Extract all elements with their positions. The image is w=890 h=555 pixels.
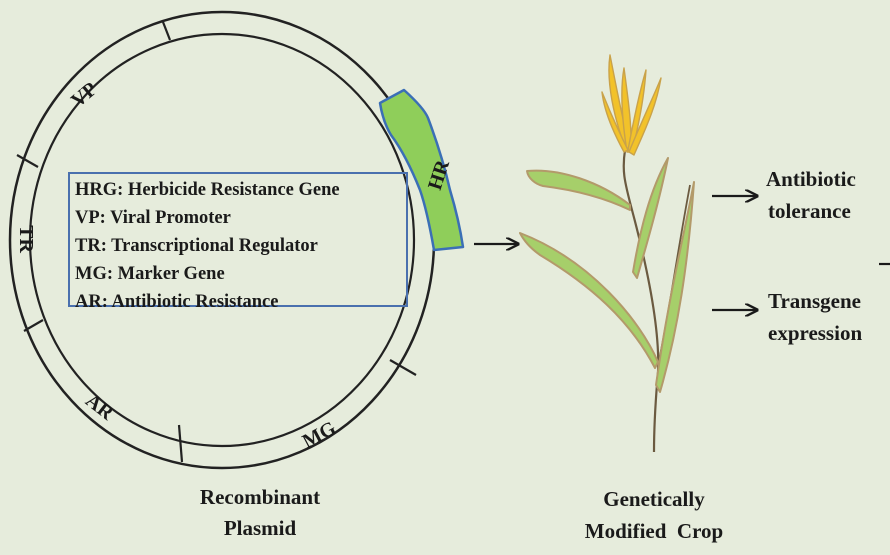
divider-vp-tr: [16, 154, 39, 168]
legend-item-mg: MG: Marker Gene: [75, 264, 225, 284]
outcome-transgene-line2: expression: [768, 321, 863, 345]
crop-caption-line1: Genetically: [603, 487, 705, 511]
plasmid-caption-line1: Recombinant: [199, 485, 321, 509]
plant-stem: [622, 149, 660, 453]
leaf-upper-left: [526, 169, 631, 211]
outcome-antibiotic-line1: Antibiotic: [766, 167, 856, 191]
divider-vp-top: [161, 21, 172, 41]
legend-item-vp: VP: Viral Promoter: [75, 208, 231, 228]
legend-item-hrg: HRG: Herbicide Resistance Gene: [75, 180, 340, 200]
divider-mg: [389, 359, 417, 376]
divider-tr-ar: [23, 319, 44, 332]
segment-label-tr: TR: [14, 225, 37, 253]
divider-ar-mg: [177, 424, 184, 463]
plasmid-inner-ring: [28, 32, 416, 448]
tassel-blade-4: [628, 77, 662, 156]
legend-item-tr: TR: Transcriptional Regulator: [75, 236, 318, 256]
gene-legend-box: HRG: Herbicide Resistance Gene VP: Viral…: [68, 172, 408, 312]
crop-caption-line2: Modified Crop: [584, 519, 724, 543]
hr-insert-segment: [378, 88, 465, 252]
segment-dividers: [16, 21, 417, 463]
legend-item-ar: AR: Antibiotic Resistance: [75, 292, 279, 312]
crop-plant-illustration: [519, 54, 695, 453]
outcome-transgene-line1: Transgene: [768, 289, 861, 313]
leaf-right-small: [632, 157, 669, 279]
leaf-right-long: [655, 181, 695, 393]
plasmid-caption-line2: Plasmid: [223, 516, 297, 540]
tassel-blade-5: [601, 91, 629, 153]
outcome-antibiotic-line2: tolerance: [768, 199, 851, 223]
leaf-lower-left: [519, 232, 659, 369]
